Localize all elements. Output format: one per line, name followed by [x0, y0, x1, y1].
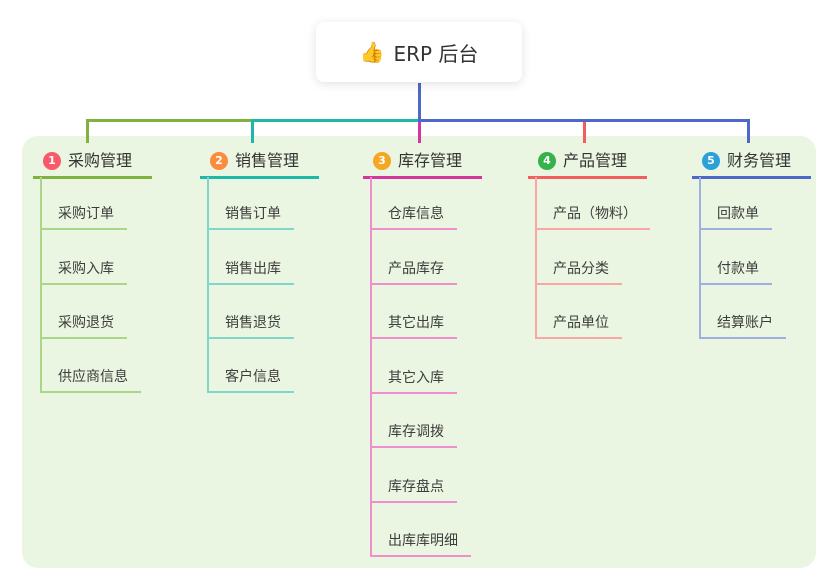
mindmap-node[interactable]: 采购退货	[40, 313, 127, 339]
mindmap-node[interactable]: 库存盘点	[370, 477, 457, 503]
branch-node-sales[interactable]: 2 销售管理	[200, 150, 320, 179]
mindmap-node[interactable]: 供应商信息	[40, 367, 141, 393]
mindmap-node[interactable]: 其它出库	[370, 313, 457, 339]
mindmap-node[interactable]: 产品（物料）	[535, 204, 650, 230]
mindmap-node[interactable]: 回款单	[699, 204, 772, 230]
mindmap-node[interactable]: 出库库明细	[370, 531, 471, 557]
trunk-line-branch1	[40, 177, 42, 393]
mindmap-node[interactable]: 客户信息	[207, 367, 294, 393]
mindmap-node[interactable]: 产品单位	[535, 313, 622, 339]
branch-label: 库存管理	[398, 151, 463, 170]
rail-segment-green	[86, 119, 251, 122]
branch-label: 销售管理	[235, 151, 300, 170]
drop-line-branch2	[251, 119, 254, 143]
branch-node-inventory[interactable]: 3 库存管理	[363, 150, 483, 179]
root-stem-line	[418, 83, 421, 122]
branch-node-purchase[interactable]: 1 采购管理	[33, 150, 153, 179]
mindmap-node[interactable]: 仓库信息	[370, 204, 457, 230]
trunk-line-branch5	[699, 177, 701, 339]
trunk-line-branch3	[370, 177, 372, 557]
root-node-label: ERP 后台	[393, 41, 479, 66]
mindmap-node[interactable]: 采购入库	[40, 259, 127, 285]
mindmap-node[interactable]: 其它入库	[370, 368, 457, 394]
mindmap-node[interactable]: 产品分类	[535, 259, 622, 285]
trunk-line-branch4	[535, 177, 537, 339]
branch-badge: 2	[210, 151, 228, 170]
branch-label: 产品管理	[563, 151, 628, 170]
branch-label: 采购管理	[68, 151, 133, 170]
branch-badge: 4	[538, 151, 556, 170]
drop-line-branch1	[86, 119, 89, 143]
mindmap-node[interactable]: 销售订单	[207, 204, 294, 230]
mindmap-node[interactable]: 销售出库	[207, 259, 294, 285]
branch-badge: 5	[702, 151, 720, 170]
rail-segment-teal	[251, 119, 418, 122]
branch-badge: 1	[43, 151, 61, 170]
branch-node-finance[interactable]: 5 财务管理	[692, 150, 812, 179]
drop-line-branch4	[583, 122, 586, 143]
branch-label: 财务管理	[727, 151, 792, 170]
drop-line-branch3	[418, 122, 421, 143]
drop-line-branch5	[747, 119, 750, 143]
root-node-erp[interactable]: 👍 ERP 后台	[316, 22, 522, 82]
mindmap-node[interactable]: 采购订单	[40, 204, 127, 230]
mindmap-node[interactable]: 产品库存	[370, 259, 457, 285]
thumbs-up-icon: 👍	[359, 40, 385, 64]
mindmap-node[interactable]: 付款单	[699, 259, 772, 285]
mindmap-node[interactable]: 结算账户	[699, 313, 786, 339]
branch-badge: 3	[373, 151, 391, 170]
trunk-line-branch2	[207, 177, 209, 393]
mindmap-node[interactable]: 库存调拨	[370, 422, 457, 448]
rail-segment-blue	[418, 119, 750, 122]
branch-node-product[interactable]: 4 产品管理	[528, 150, 648, 179]
branches-background-panel	[22, 136, 816, 568]
mindmap-node[interactable]: 销售退货	[207, 313, 294, 339]
